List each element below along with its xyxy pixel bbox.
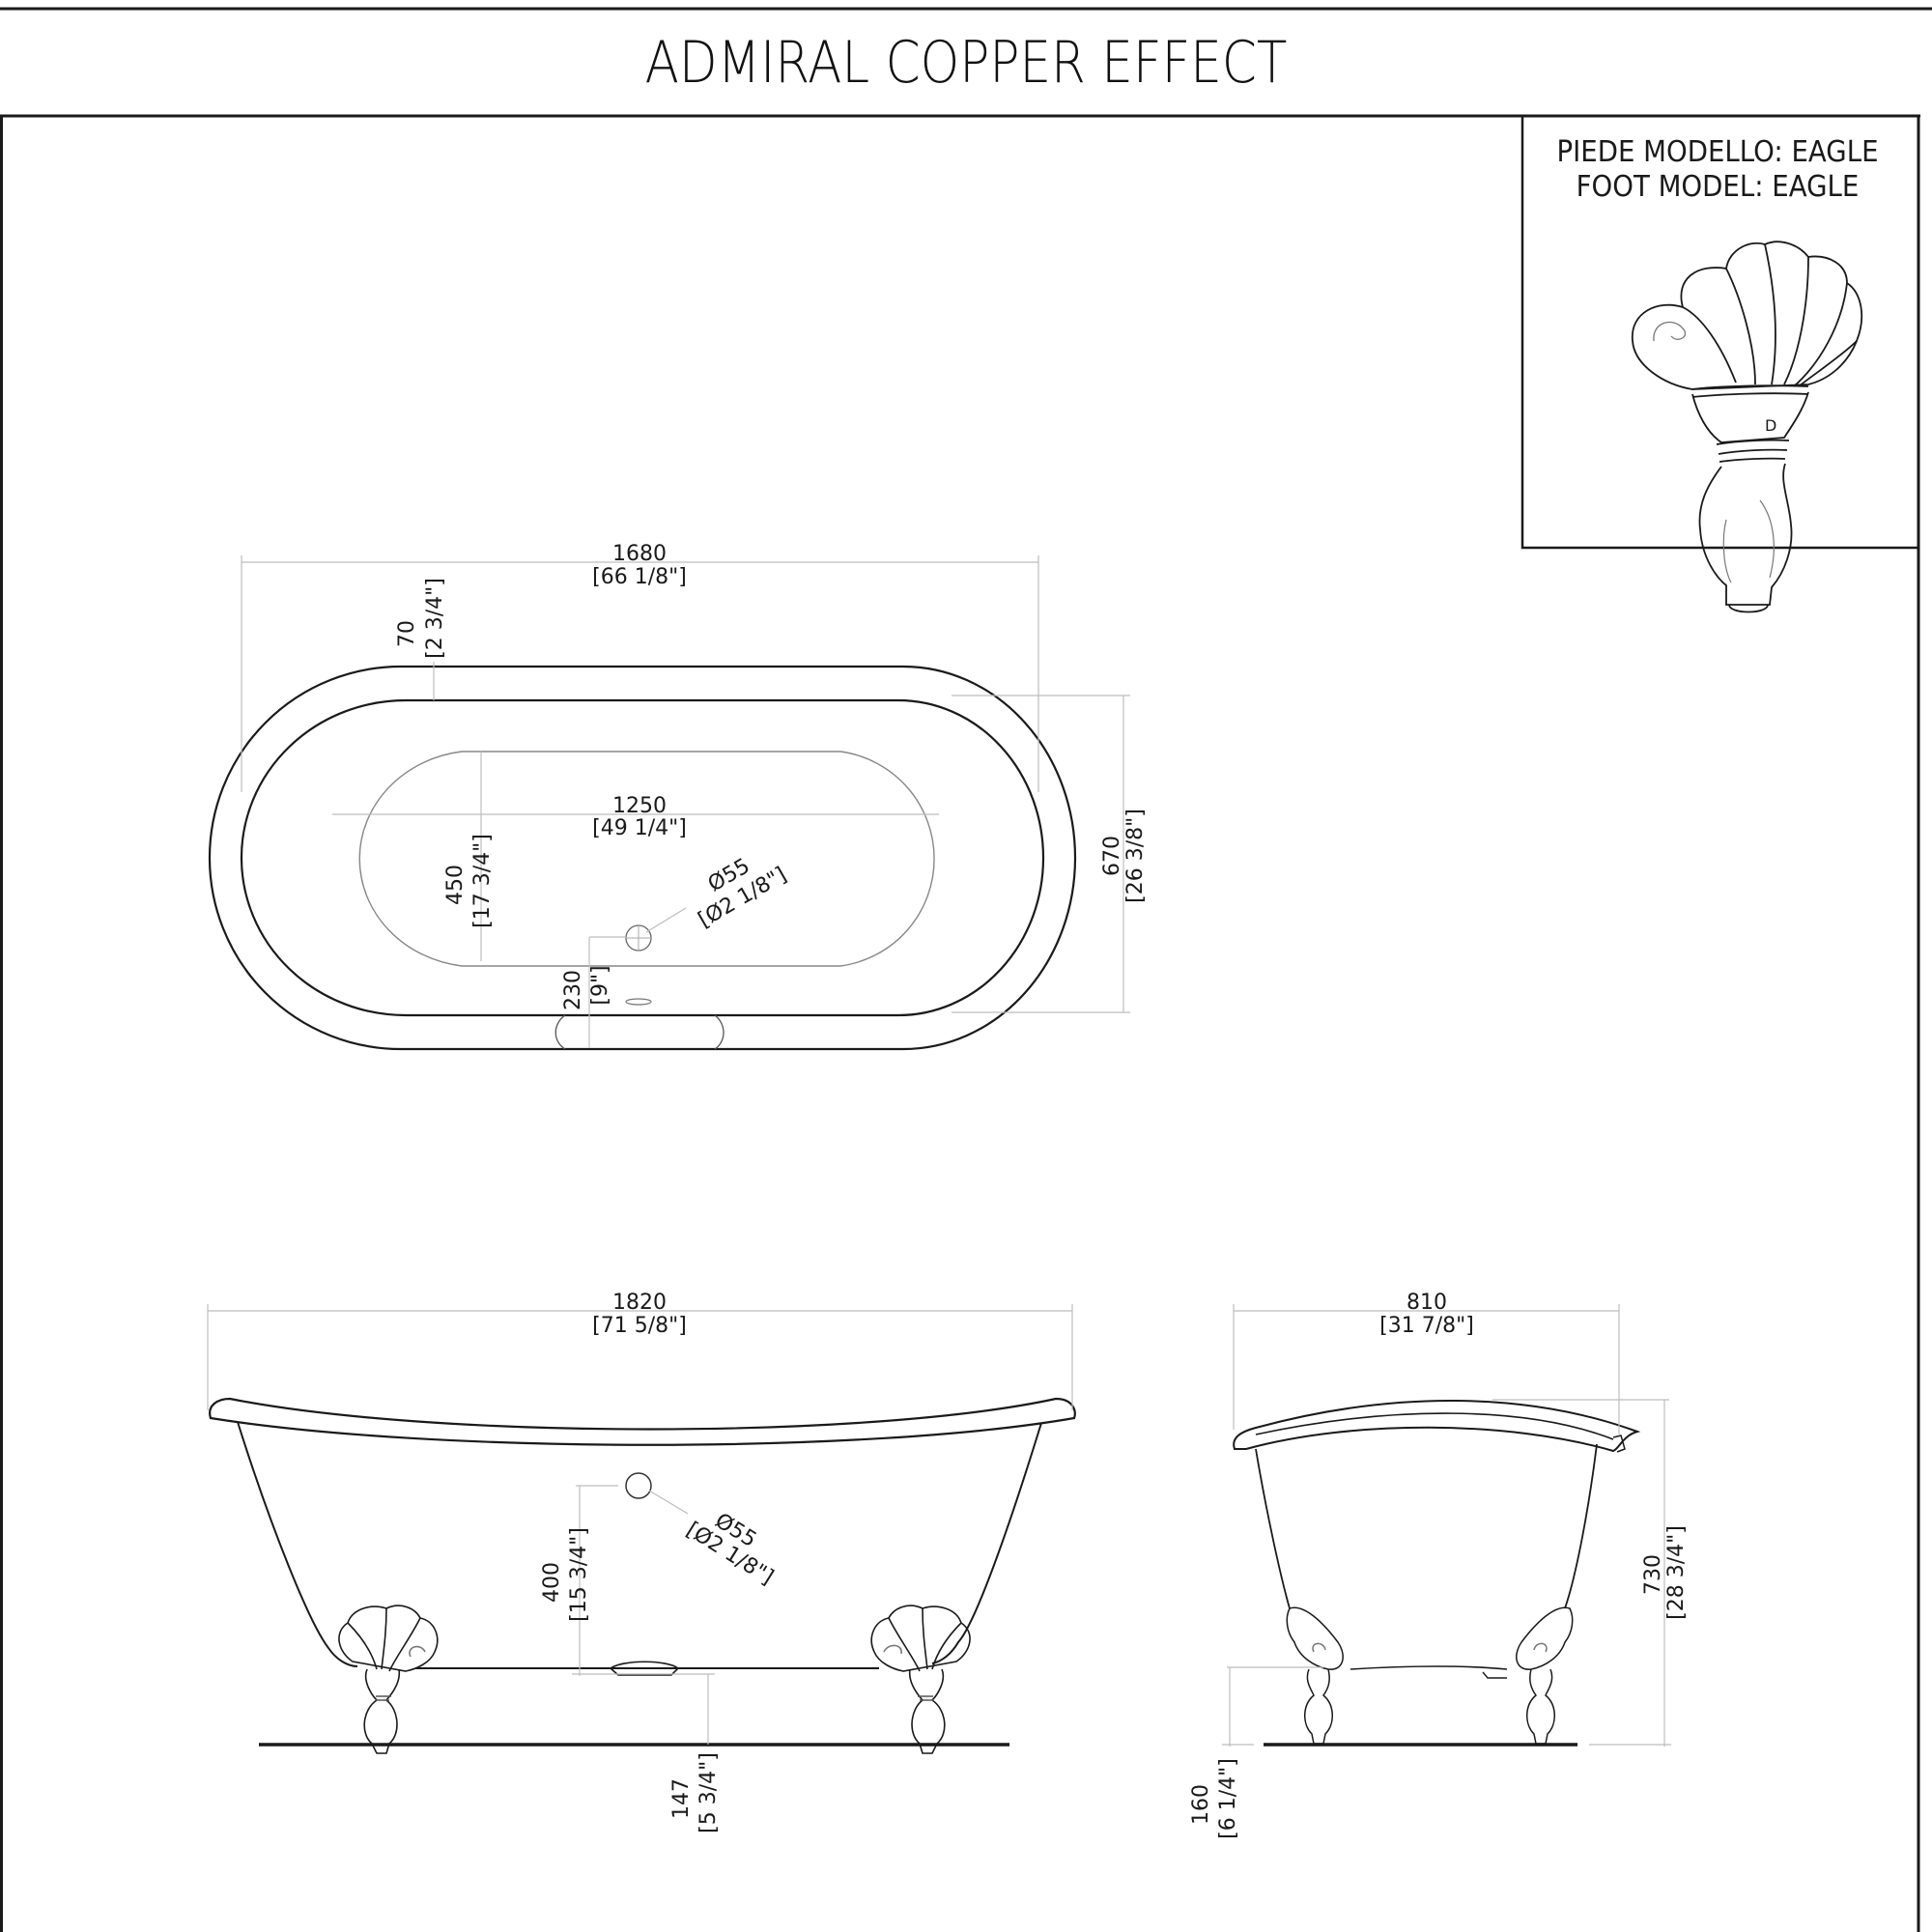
frame [0, 7, 1932, 1932]
side-view: 810 [31 7/8"] 730 [28 3/4"] 160 [6 1/4"] [1189, 1291, 1689, 1839]
overflow-circle [625, 1472, 652, 1499]
dim-70-in: [2 3/4"] [423, 578, 447, 659]
eagle-claw-foot-icon: D [1632, 241, 1863, 613]
side-rim-outline [1233, 1399, 1641, 1453]
foot-model-label-it: PIEDE MODELLO: EAGLE [1556, 135, 1879, 169]
dim-450-mm: 450 [443, 865, 468, 905]
basin-outline [358, 751, 935, 967]
dim-400-mm: 400 [540, 1562, 564, 1603]
outer-rim-outline [208, 665, 1077, 1051]
dim-1680-mm: 1680 [612, 542, 667, 566]
dim-1820-mm: 1820 [612, 1291, 667, 1315]
inner-rim-outline [240, 698, 1045, 1017]
foot-model-label-en: FOOT MODEL: EAGLE [1576, 170, 1860, 204]
eagle-foot-left-icon [338, 1605, 439, 1754]
dim-730-mm: 730 [1641, 1554, 1665, 1595]
svg-text:D: D [1765, 416, 1776, 435]
dim-230-mm: 230 [561, 970, 585, 1010]
dim-160-mm: 160 [1189, 1784, 1213, 1825]
dim-147-mm: 147 [669, 1778, 694, 1819]
eagle-foot-side-right-icon [1516, 1606, 1574, 1745]
front-rim-outline [209, 1397, 1076, 1446]
front-view: 1820 [71 5/8"] Ø55 [Ø2 1/8"] 400 [15 3/4… [207, 1291, 1076, 1833]
dim-1680-in: [66 1/8"] [592, 565, 687, 589]
top-view: 1680 [66 1/8"] 70 [2 3/4"] 1250 [49 1/4"… [208, 542, 1148, 1051]
dim-730-in: [28 3/4"] [1664, 1525, 1689, 1620]
front-view-dimension-lines [207, 1304, 1073, 1745]
eagle-foot-side-left-icon [1286, 1606, 1344, 1745]
dim-450-in: [17 3/4"] [470, 834, 495, 928]
dim-400-in: [15 3/4"] [567, 1527, 591, 1622]
dim-147-in: [5 3/4"] [696, 1752, 721, 1833]
dim-810-in: [31 7/8"] [1379, 1314, 1474, 1338]
top-view-dimension-lines [241, 555, 1130, 1048]
side-view-dimension-lines [1222, 1304, 1671, 1747]
page-title: ADMIRAL COPPER EFFECT [644, 29, 1288, 97]
dim-160-in: [6 1/4"] [1216, 1758, 1240, 1839]
dim-1820-in: [71 5/8"] [592, 1314, 687, 1338]
dim-230-in: [9"] [588, 965, 612, 1005]
dim-1250-in: [49 1/4"] [592, 816, 687, 840]
dim-70-mm: 70 [395, 620, 419, 647]
eagle-foot-right-icon [870, 1605, 971, 1754]
dim-810-mm: 810 [1406, 1291, 1447, 1315]
dim-1250-mm: 1250 [612, 794, 667, 818]
dim-670-in: [26 3/8"] [1123, 809, 1148, 903]
dim-670-mm: 670 [1100, 836, 1124, 876]
